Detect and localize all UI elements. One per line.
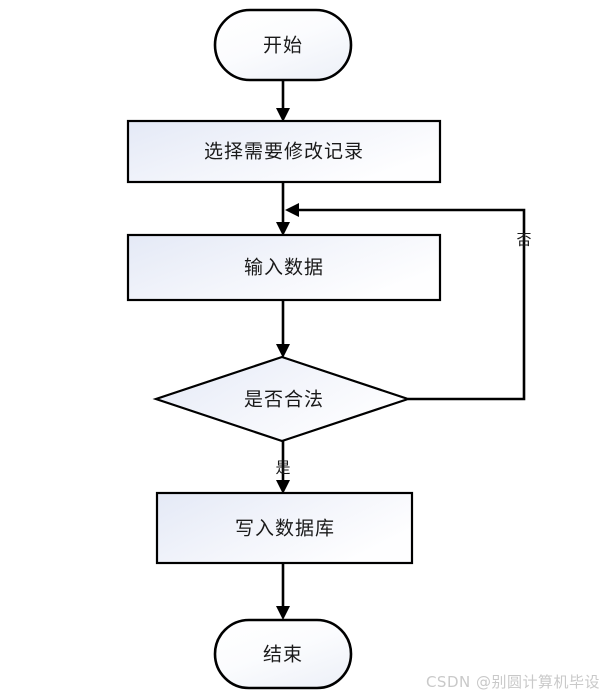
node-write-label: 写入数据库 [235, 518, 335, 540]
node-start-label: 开始 [263, 35, 303, 57]
node-end-label: 结束 [263, 644, 303, 666]
node-select-label: 选择需要修改记录 [204, 141, 364, 163]
arrowhead-icon [276, 344, 290, 358]
node-end[interactable]: 结束 [213, 618, 353, 690]
arrowhead-icon [276, 222, 290, 236]
node-input[interactable]: 输入数据 [126, 233, 442, 302]
edge-label-no: 否 [516, 231, 531, 249]
arrowhead-icon [276, 606, 290, 620]
node-input-label: 输入数据 [244, 257, 324, 279]
node-start-shape [213, 8, 353, 82]
edge-validate-to-write: 是 [275, 441, 291, 494]
node-validate-label: 是否合法 [244, 389, 324, 411]
arrowhead-icon [276, 108, 290, 122]
edge-start-to-select [276, 80, 290, 122]
edge-input-to-validate [276, 300, 290, 358]
edge-label-yes: 是 [275, 459, 290, 477]
node-select[interactable]: 选择需要修改记录 [126, 119, 442, 184]
node-input-shape [126, 233, 442, 302]
node-write[interactable]: 写入数据库 [155, 491, 414, 565]
node-end-shape [213, 618, 353, 690]
arrowhead-icon [285, 203, 299, 217]
node-write-shape [155, 491, 414, 565]
edge-select-to-input [276, 182, 290, 236]
edge-write-to-end [276, 563, 290, 620]
watermark-text: CSDN @别圆计算机毕设 [425, 673, 600, 691]
node-validate[interactable]: 是否合法 [152, 355, 412, 443]
edge-validate-to-input-feedback: 否 [285, 203, 532, 401]
arrowhead-icon [276, 480, 290, 494]
node-start[interactable]: 开始 [213, 8, 353, 82]
node-select-shape [126, 119, 442, 184]
node-validate-shape [152, 355, 412, 443]
